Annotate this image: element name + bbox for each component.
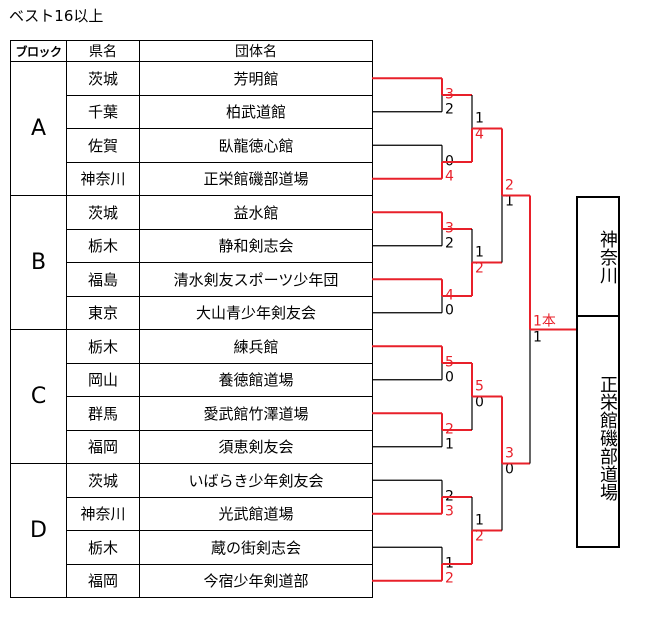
table-row: 群馬 愛武館竹澤道場 (11, 396, 373, 431)
champion-team: 正栄館磯部道場 (597, 375, 618, 501)
prefecture-cell: 栃木 (66, 530, 140, 565)
team-cell: 今宿少年剣道部 (139, 563, 373, 598)
score-label: 1 (533, 330, 542, 346)
score-label: 2 (445, 235, 454, 251)
score-label: 3 (505, 446, 514, 462)
score-label: 0 (445, 302, 454, 318)
score-label: 2 (445, 570, 454, 586)
block-label: C (10, 329, 67, 464)
table-row: 栃木 静和剣志会 (11, 228, 373, 263)
prefecture-cell: 福岡 (66, 429, 140, 464)
score-label: 0 (445, 369, 454, 385)
prefecture-cell: 栃木 (66, 329, 140, 364)
prefecture-cell: 神奈川 (66, 161, 140, 196)
table-row: 福島 清水剣友スポーツ少年団 (11, 262, 373, 297)
team-cell: 芳明館 (139, 61, 373, 96)
page-title: ベスト16以上 (9, 7, 104, 25)
score-label: 1 (475, 245, 484, 261)
team-cell: 練兵館 (139, 329, 373, 364)
team-cell: 益水館 (139, 195, 373, 230)
team-cell: 須恵剣友会 (139, 429, 373, 464)
team-cell: 大山青少年剣友会 (139, 295, 373, 330)
score-label: 2 (475, 261, 484, 277)
header-team: 団体名 (139, 40, 373, 62)
score-label: 4 (475, 127, 484, 143)
prefecture-cell: 佐賀 (66, 128, 140, 163)
header-block: ブロック (10, 40, 67, 62)
champion-divider (578, 315, 618, 317)
table-row: D 茨城 いばらき少年剣友会 (10, 463, 373, 598)
table-row: 福岡 須恵剣友会 (11, 429, 373, 464)
score-label: 5 (475, 379, 484, 395)
score-label: 2 (445, 101, 454, 117)
score-label: 4 (445, 168, 454, 184)
team-cell: 正栄館磯部道場 (139, 161, 373, 196)
table-row: 神奈川 正栄館磯部道場 (11, 161, 373, 196)
table-row: 東京 大山青少年剣友会 (11, 295, 373, 330)
prefecture-cell: 茨城 (66, 61, 140, 96)
table-row: B 茨城 益水館 (10, 195, 373, 330)
prefecture-cell: 福岡 (66, 563, 140, 598)
score-label: 0 (505, 462, 514, 478)
results-table: ブロック 県名 団体名 A 茨城 芳明館 千葉 柏武道館 佐賀 臥龍徳心館 神奈… (10, 40, 373, 598)
block-label: D (10, 463, 67, 598)
score-label: 1 (475, 513, 484, 529)
table-row: 千葉 柏武道館 (11, 94, 373, 129)
prefecture-cell: 栃木 (66, 228, 140, 263)
score-label: 1 (445, 436, 454, 452)
prefecture-cell: 神奈川 (66, 496, 140, 531)
team-cell: 愛武館竹澤道場 (139, 396, 373, 431)
table-row: A 茨城 芳明館 (10, 61, 373, 196)
team-cell: 柏武道館 (139, 94, 373, 129)
team-cell: 臥龍徳心館 (139, 128, 373, 163)
score-label: 2 (505, 178, 514, 194)
champion-prefecture: 神奈川 (597, 230, 618, 284)
table-row: 福岡 今宿少年剣道部 (11, 563, 373, 598)
table-header-row: ブロック 県名 団体名 (10, 40, 373, 62)
table-row: 佐賀 臥龍徳心館 (11, 128, 373, 163)
prefecture-cell: 千葉 (66, 94, 140, 129)
score-label: 1 (475, 111, 484, 127)
header-prefecture: 県名 (66, 40, 140, 62)
table-row: 栃木 蔵の街剣志会 (11, 530, 373, 565)
score-label: 3 (445, 503, 454, 519)
champion-box: 神奈川 正栄館磯部道場 (576, 196, 620, 548)
table-row: C 栃木 練兵館 (10, 329, 373, 464)
score-label: 1本 (533, 314, 556, 330)
team-cell: 蔵の街剣志会 (139, 530, 373, 565)
prefecture-cell: 茨城 (66, 195, 140, 230)
team-cell: 静和剣志会 (139, 228, 373, 263)
score-label: 1 (505, 194, 514, 210)
score-label: 2 (475, 529, 484, 545)
score-label: 0 (475, 395, 484, 411)
